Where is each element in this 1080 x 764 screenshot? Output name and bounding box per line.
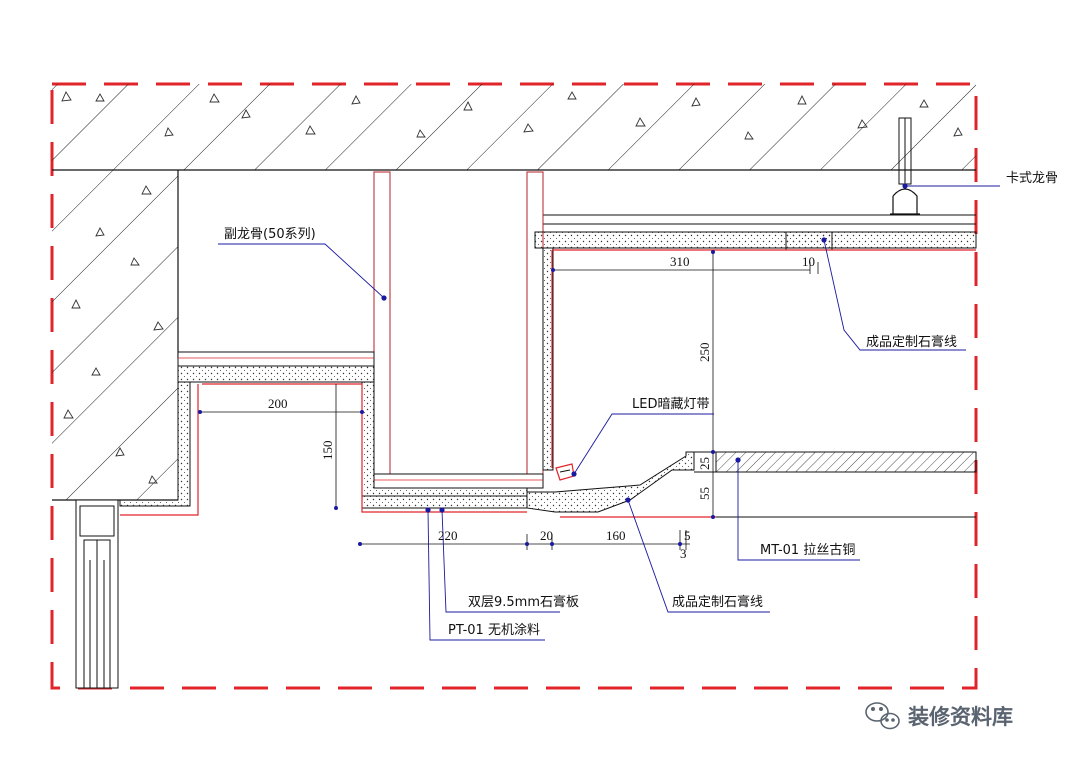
concrete-wall [52,170,179,501]
dim-10: 10 [802,254,815,269]
dim-20: 20 [540,528,553,543]
leader-dots [198,183,908,546]
label-clip-keel: 卡式龙骨 [1006,171,1058,186]
dim-200: 200 [268,396,288,411]
dim-310: 310 [670,254,690,269]
label-led-strip: LED暗藏灯带 [632,397,709,412]
label-mt01: MT-01 拉丝古铜 [760,543,855,558]
led-fixture [555,463,575,481]
drawing-border [50,82,978,690]
label-sub-keel: 副龙骨(50系列) [224,227,316,242]
concrete-slab [52,84,976,171]
dim-5: 5 [684,528,691,543]
dim-160: 160 [606,528,626,543]
label-double-gypsum-board: 双层9.5mm石膏板 [468,594,579,610]
label-gypsum-line-bottom: 成品定制石膏线 [672,594,763,610]
watermark-text: 装修资料库 [908,705,1013,729]
sub-keel-studs [177,171,544,489]
dim-220: 220 [438,528,458,543]
dim-3: 3 [680,546,687,561]
gypsum-boards [119,231,977,513]
window-frame [75,499,119,689]
wechat-icon [865,702,900,730]
label-gypsum-line-top: 成品定制石膏线 [866,334,957,350]
finish-lines [120,249,976,518]
leader-lines [218,185,1000,641]
label-pt01: PT-01 无机涂料 [448,622,540,638]
dim-250: 250 [697,343,712,363]
watermark: 装修资料库 [865,702,1013,730]
metal-trim [694,451,977,518]
dim-25: 25 [697,457,712,470]
dim-150: 150 [320,441,335,461]
concrete-aggregate [61,91,963,484]
dim-55: 55 [697,487,712,500]
